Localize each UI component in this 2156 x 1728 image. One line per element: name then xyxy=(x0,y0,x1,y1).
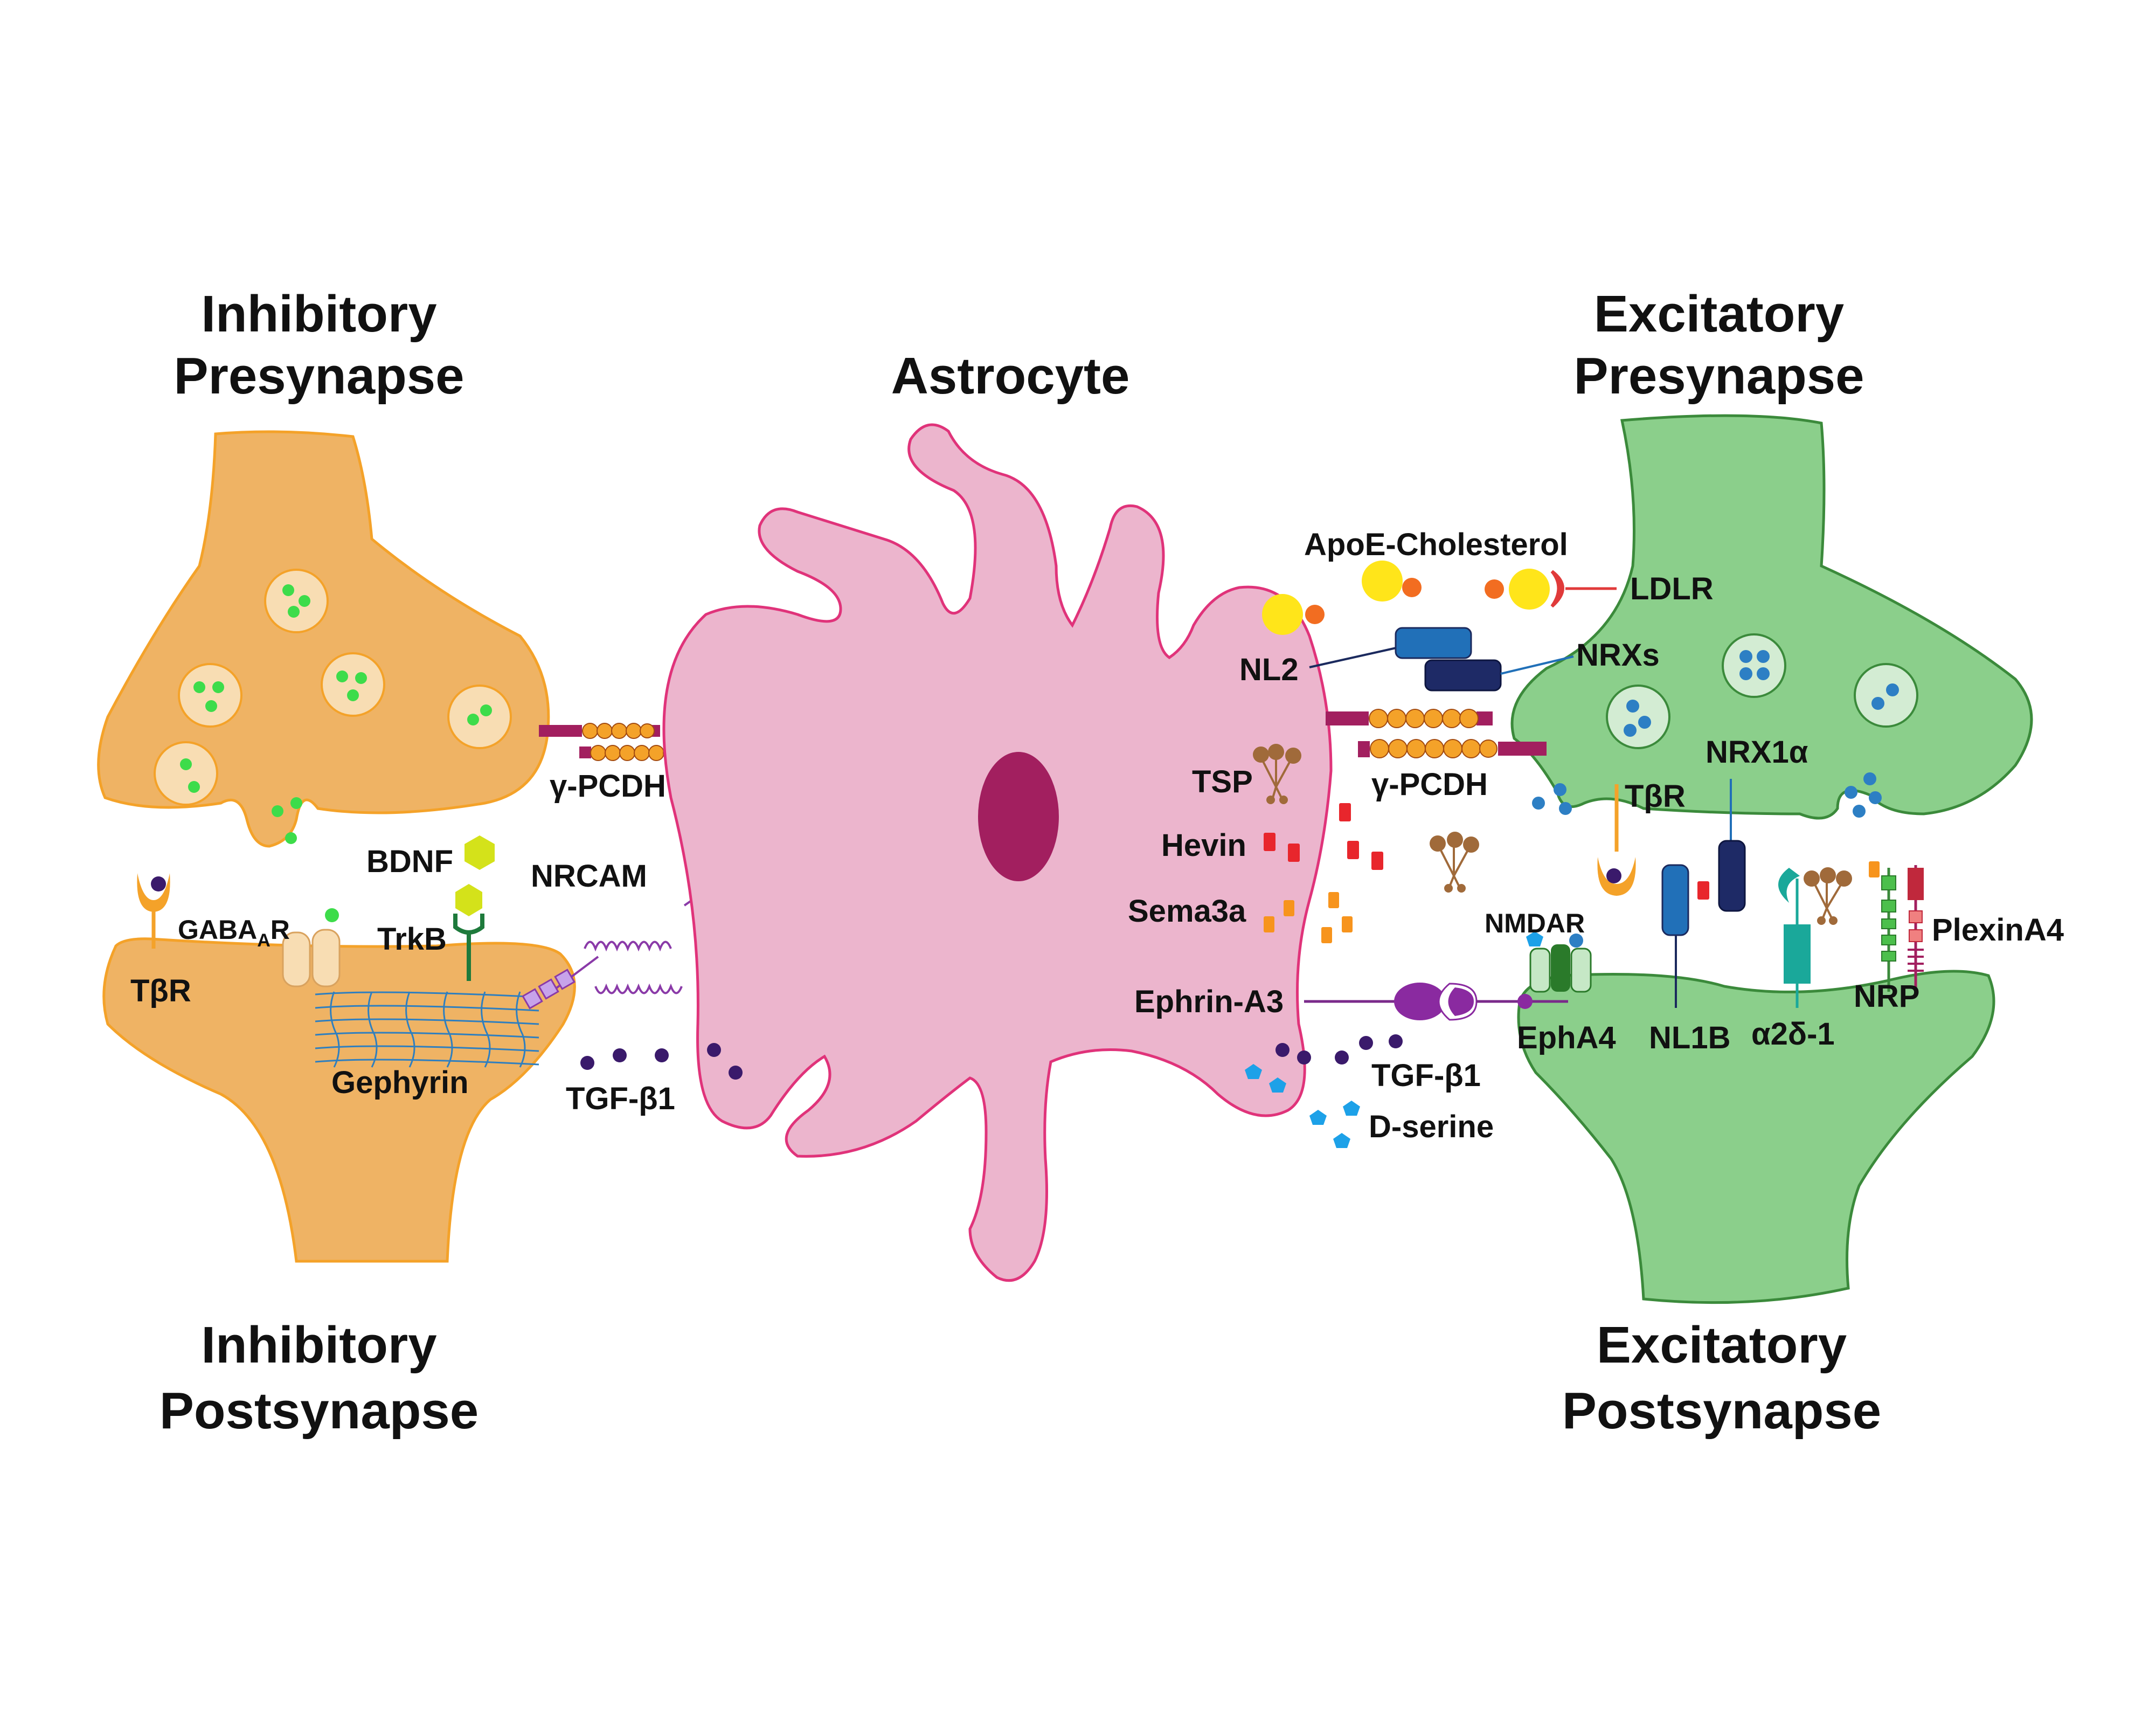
title-inhibitory-postsynapse-line1: Inhibitory xyxy=(201,1316,436,1374)
tgfb1-molecules-left xyxy=(580,1043,743,1080)
label-epha4: EphA4 xyxy=(1517,1020,1616,1055)
label-nrp: NRP xyxy=(1854,979,1919,1014)
label-plexina4: PlexinA4 xyxy=(1932,913,2064,948)
label-nrxs: NRXs xyxy=(1576,638,1660,673)
gephyrin-scaffold xyxy=(315,991,539,1068)
tsp-icon-bound xyxy=(1812,879,1844,920)
tbr-receptor-left xyxy=(137,873,170,949)
ldlr-receptor xyxy=(1550,570,1617,608)
dserine-molecules xyxy=(1245,1064,1360,1148)
excitatory-postsynapse xyxy=(1517,970,1995,1304)
label-a2d1: α2δ-1 xyxy=(1751,1017,1835,1052)
label-hevin: Hevin xyxy=(1161,828,1246,863)
plexina4-receptor xyxy=(1908,865,1924,992)
label-tgfb1-right: TGF-β1 xyxy=(1371,1058,1481,1093)
label-tgfb1-left: TGF-β1 xyxy=(566,1081,675,1116)
tbr-receptor-right xyxy=(1597,784,1636,896)
nrx1a-nl1b-complex xyxy=(1661,779,1746,1008)
title-astrocyte: Astrocyte xyxy=(891,347,1130,405)
inhibitory-presynapse xyxy=(97,430,550,848)
gabaar-channel xyxy=(282,908,341,987)
label-gephyrin: Gephyrin xyxy=(331,1065,469,1100)
nmdar-channel xyxy=(1526,931,1592,993)
synaptic-vesicles-excitatory xyxy=(1606,633,1918,749)
released-gaba xyxy=(272,797,302,844)
label-ldlr: LDLR xyxy=(1630,571,1714,606)
excitatory-presynapse xyxy=(1510,414,2033,820)
a2d1-receptor xyxy=(1778,868,1811,1008)
title-inhibitory-presynapse-line2: Presynapse xyxy=(174,347,464,405)
tgfb1-molecules-right xyxy=(1275,1034,1403,1065)
label-gpcdh-right: γ-PCDH xyxy=(1371,767,1488,802)
tsp-icon xyxy=(1260,757,1293,798)
gpcdh-right xyxy=(1326,709,1547,758)
released-glutamate xyxy=(1532,772,1882,818)
title-inhibitory-postsynapse-line2: Postsynapse xyxy=(160,1382,479,1440)
label-sema3a: Sema3a xyxy=(1128,894,1246,929)
inhibitory-presynapse-body xyxy=(97,430,550,848)
title-excitatory-presynapse-line1: Excitatory xyxy=(1594,285,1844,343)
nl2-nrxs-complex xyxy=(1309,627,1574,692)
bdnf-bound xyxy=(455,884,482,916)
label-gabaar: GABAAR xyxy=(178,915,290,951)
label-nmdar: NMDAR xyxy=(1485,908,1585,938)
bdnf-icon xyxy=(465,835,495,870)
synaptic-vesicles xyxy=(154,569,512,806)
astrocyte xyxy=(662,423,1333,1282)
apoe-cholesterol-group xyxy=(1262,561,1550,635)
title-excitatory-postsynapse-line1: Excitatory xyxy=(1597,1316,1847,1374)
title-excitatory-postsynapse-line2: Postsynapse xyxy=(1562,1382,1881,1440)
label-nrcam: NRCAM xyxy=(531,859,647,894)
label-nrx1a: NRX1α xyxy=(1706,735,1808,770)
astrocyte-nucleus xyxy=(978,752,1059,881)
sema3a-molecules xyxy=(1264,861,1880,943)
nrp-receptor xyxy=(1881,868,1896,992)
title-inhibitory-presynapse-line1: Inhibitory xyxy=(201,285,436,343)
label-nl2: NL2 xyxy=(1239,652,1299,687)
hevin-molecules xyxy=(1264,803,1709,900)
label-trkb: TrkB xyxy=(377,922,447,957)
label-apoe-cholesterol: ApoE-Cholesterol xyxy=(1304,527,1568,562)
title-excitatory-presynapse-line2: Presynapse xyxy=(1573,347,1864,405)
label-dserine: D-serine xyxy=(1369,1109,1494,1144)
excitatory-postsynapse-body xyxy=(1517,970,1995,1304)
label-tbr-right: TβR xyxy=(1625,779,1686,814)
trkb-receptor xyxy=(453,914,484,981)
label-tsp: TSP xyxy=(1192,764,1253,799)
label-tbr-left: TβR xyxy=(130,973,191,1008)
label-gpcdh-left: γ-PCDH xyxy=(550,769,666,804)
label-ephrina3: Ephrin-A3 xyxy=(1134,984,1284,1019)
label-nl1b: NL1B xyxy=(1649,1020,1730,1055)
inhibitory-postsynapse xyxy=(102,873,576,1263)
tsp-icon-free xyxy=(1438,846,1471,887)
ephrina3-epha4-complex xyxy=(1304,983,1568,1021)
label-bdnf: BDNF xyxy=(366,844,453,879)
